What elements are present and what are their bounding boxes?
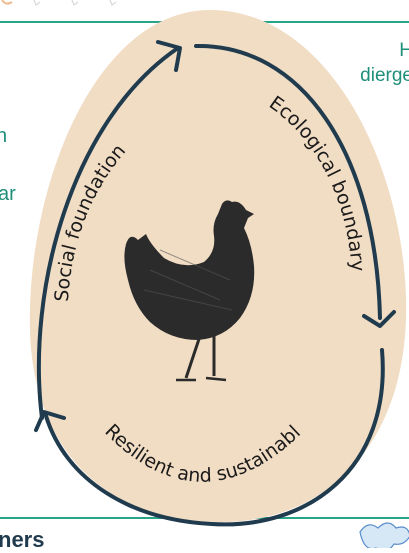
text-fragment-top-right: H dierge (360, 38, 409, 88)
flower-icon (360, 523, 409, 548)
text-fragment-left-1: n (0, 125, 7, 148)
text-fragment-top-right-line2: dierge (360, 63, 409, 88)
text-fragment-left-2: ar (0, 183, 16, 206)
text-fragment-top-right-line1: H (360, 38, 409, 63)
sketch-icon (2, 0, 116, 5)
text-fragment-bottom-left: ners (0, 527, 44, 553)
